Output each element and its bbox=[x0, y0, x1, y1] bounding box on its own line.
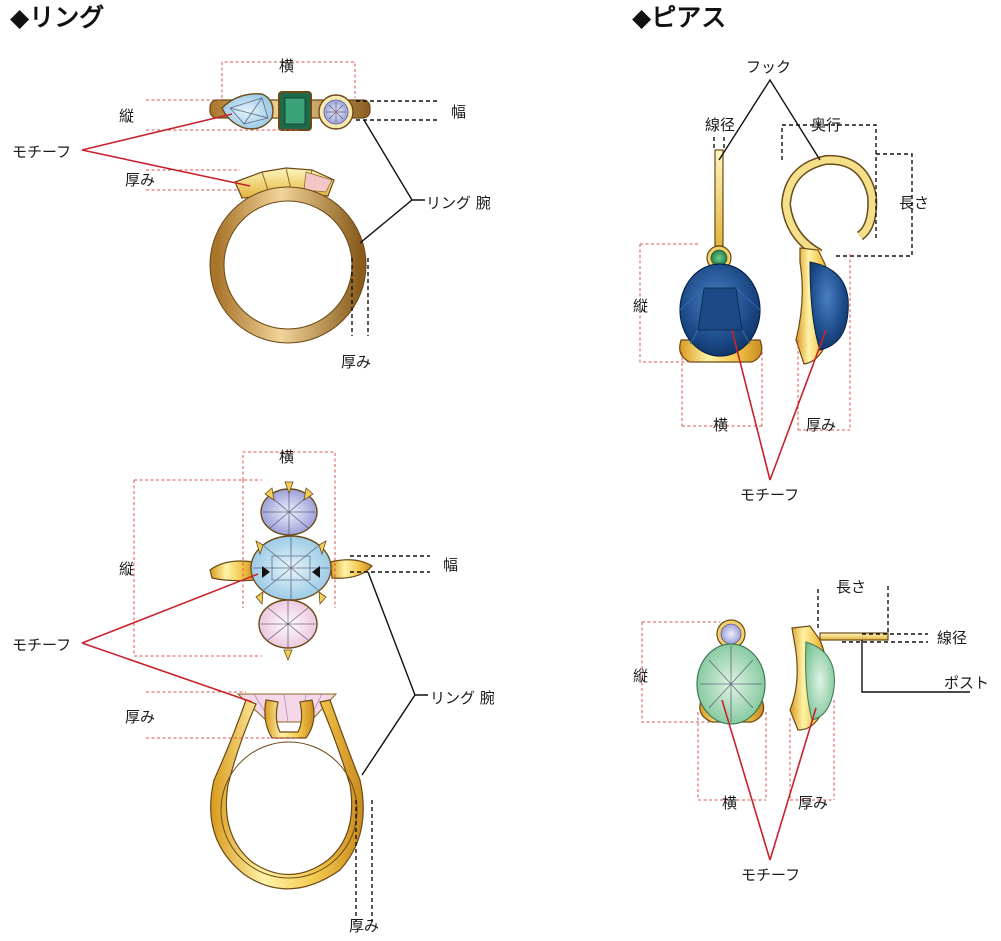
ring1-thickness-top-label: 厚み bbox=[125, 171, 155, 189]
ring2-width-label: 横 bbox=[279, 448, 294, 466]
pierce1-height-label: 縦 bbox=[633, 297, 648, 315]
ring2-breadth-label: 幅 bbox=[443, 556, 458, 574]
pierce2-motif-label: モチーフ bbox=[741, 866, 800, 884]
pierce-section-header: ◆ピアス bbox=[632, 3, 726, 32]
ring2-shank-leader bbox=[361, 571, 428, 776]
pierce1-thickness-label: 厚み bbox=[806, 416, 836, 434]
ring1-illustration bbox=[209, 91, 371, 344]
pierce2-length-label: 長さ bbox=[836, 578, 866, 596]
open-hook-side bbox=[782, 156, 876, 258]
pierce2-width-label: 横 bbox=[722, 794, 737, 812]
ring1-top-view bbox=[209, 91, 371, 131]
pierce1-motif-label: モチーフ bbox=[740, 486, 799, 504]
pierce1-illustration bbox=[679, 149, 878, 365]
pierce1-hook-label: フック bbox=[746, 58, 791, 76]
ring1-shank-label: リング 腕 bbox=[426, 194, 491, 212]
ring1-dimensions bbox=[146, 61, 440, 336]
post-pin bbox=[819, 632, 889, 641]
pierce2-height-label: 縦 bbox=[633, 667, 648, 685]
ring1-motif-label: モチーフ bbox=[12, 143, 71, 161]
ring2-side-view bbox=[210, 693, 364, 890]
pierce2-thickness-label: 厚み bbox=[798, 794, 828, 812]
pierce1-wire-label: 線径 bbox=[705, 116, 735, 134]
ring2-dimensions bbox=[133, 451, 430, 922]
ring1-thickness-bottom-label: 厚み bbox=[341, 353, 371, 371]
ring1-width-label: 横 bbox=[279, 57, 294, 75]
ring1-shank-leader bbox=[359, 119, 425, 244]
ring2-illustration bbox=[209, 481, 373, 890]
ring2-thickness-top-label: 厚み bbox=[125, 708, 155, 726]
pierce1-width-label: 横 bbox=[713, 416, 728, 434]
pierce2-dimensions bbox=[641, 586, 928, 801]
pierce2-motif-leader bbox=[721, 699, 817, 861]
pierce2-post-leader bbox=[861, 640, 970, 693]
pierce1-motif-leader bbox=[731, 329, 827, 481]
small-lavender-stone bbox=[720, 623, 742, 645]
ring-section-header: ◆リング bbox=[10, 3, 104, 32]
ring1-motif-leader bbox=[81, 113, 251, 187]
pierce1-length-label: 長さ bbox=[899, 194, 929, 212]
ring2-motif-label: モチーフ bbox=[12, 636, 71, 654]
pierce1-dimensions bbox=[639, 124, 913, 431]
hook-wire-front bbox=[714, 149, 724, 247]
pierce1-hook-leader bbox=[718, 78, 821, 161]
ring2-motif-leader bbox=[81, 573, 259, 703]
ring2-shank-label: リング 腕 bbox=[430, 689, 495, 707]
emerald-cut-stone bbox=[284, 97, 306, 125]
pear-stone bbox=[221, 93, 274, 130]
pierce2-post-label: ポスト bbox=[944, 674, 989, 692]
ring2-top-view bbox=[209, 481, 373, 662]
ring2-length-label: 縦 bbox=[119, 560, 134, 578]
ring2-thickness-bottom-label: 厚み bbox=[349, 917, 379, 935]
ring1-side-view bbox=[209, 167, 367, 344]
ring1-length-label: 縦 bbox=[119, 107, 134, 125]
pierce2-wire-label: 線径 bbox=[937, 629, 967, 647]
ring1-breadth-label: 幅 bbox=[451, 103, 466, 121]
pierce1-depth-label: 奥行 bbox=[811, 116, 841, 134]
